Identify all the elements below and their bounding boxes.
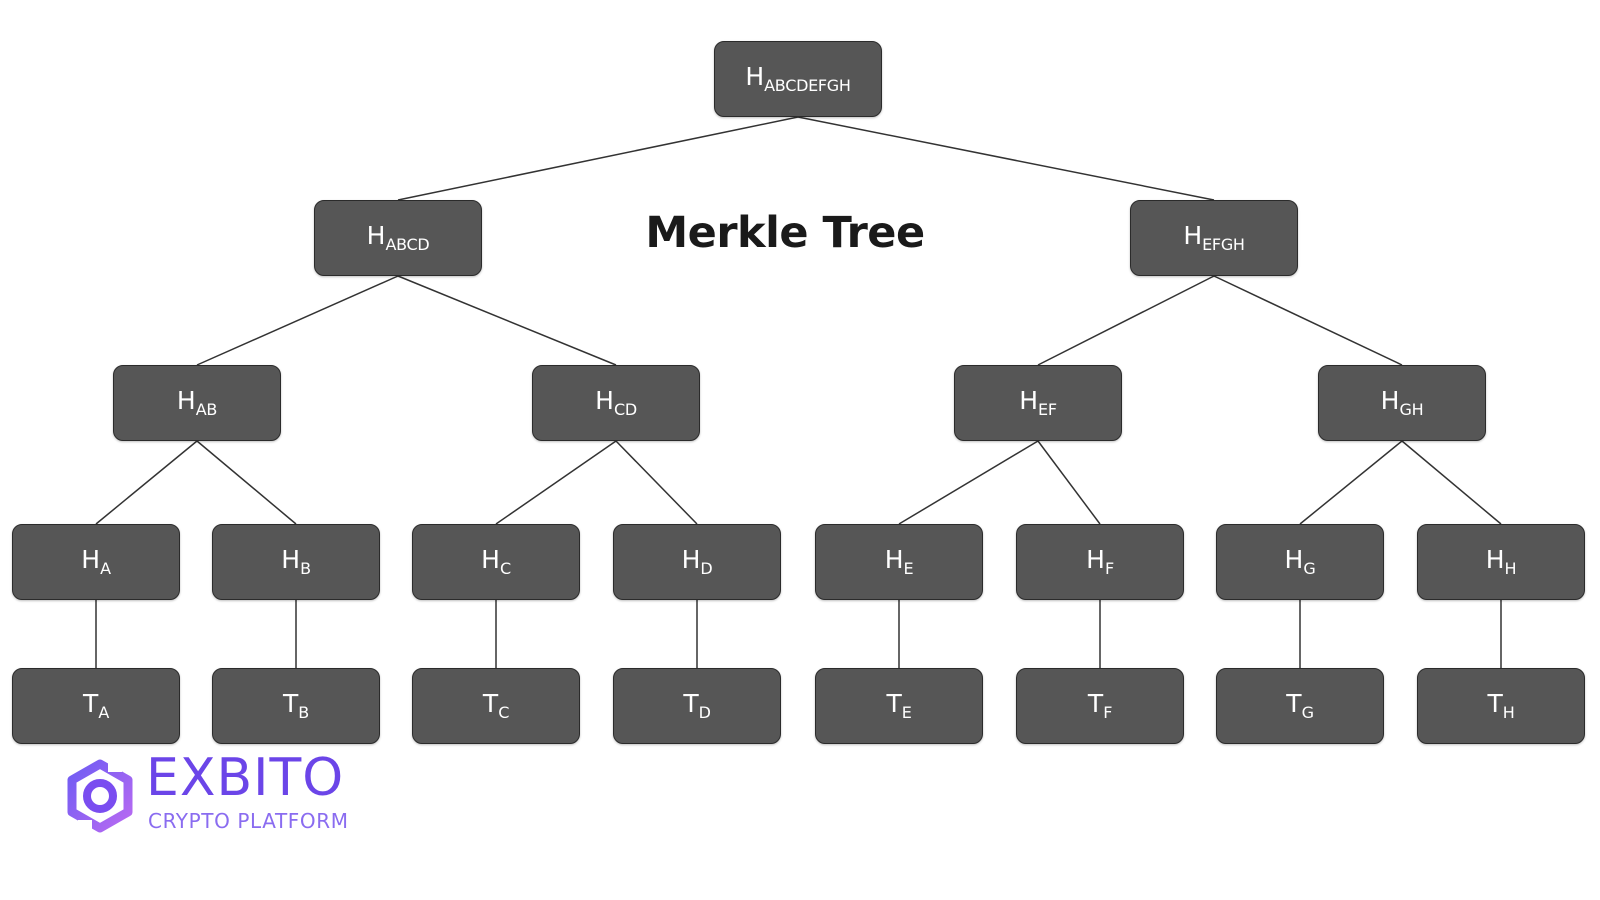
exbito-logo-icon — [67, 758, 133, 834]
node-label: HH — [1485, 545, 1517, 578]
node-label: HAB — [176, 386, 218, 419]
node-label: TC — [482, 689, 510, 722]
node-label: TG — [1286, 689, 1314, 722]
edge-ef-hf — [1037, 440, 1101, 525]
node-t-f: TF — [1016, 668, 1184, 744]
node-h-c: HC — [412, 524, 580, 600]
node-label: HB — [281, 545, 311, 578]
node-label: HCD — [595, 386, 637, 419]
node-h-efgh: HEFGH — [1130, 200, 1298, 276]
node-h-g: HG — [1216, 524, 1384, 600]
node-h-gh: HGH — [1318, 365, 1486, 441]
node-t-e: TE — [815, 668, 983, 744]
node-label: TA — [83, 689, 109, 722]
node-h-b: HB — [212, 524, 380, 600]
node-t-d: TD — [613, 668, 781, 744]
edge-ab-ha — [95, 440, 198, 525]
node-t-c: TC — [412, 668, 580, 744]
node-h-cd: HCD — [532, 365, 700, 441]
node-label: HGH — [1380, 386, 1424, 419]
node-label: HC — [481, 545, 511, 578]
node-label: TB — [283, 689, 309, 722]
brand-tagline: CRYPTO PLATFORM — [148, 809, 349, 833]
node-h-abcdefgh: HABCDEFGH — [714, 41, 882, 117]
edge-gh-hh — [1401, 440, 1502, 525]
node-label: HF — [1086, 545, 1114, 578]
node-label: TF — [1087, 689, 1113, 722]
node-label: HEF — [1019, 386, 1057, 419]
node-h-d: HD — [613, 524, 781, 600]
edge-efgh-ef — [1037, 275, 1215, 366]
node-h-a: HA — [12, 524, 180, 600]
node-label: TH — [1487, 689, 1515, 722]
node-label: HE — [884, 545, 914, 578]
edge-cd-hc — [495, 440, 617, 525]
edge-gh-hg — [1299, 440, 1403, 525]
edge-cd-hd — [615, 440, 698, 525]
node-label: HA — [81, 545, 111, 578]
node-h-f: HF — [1016, 524, 1184, 600]
edge-efgh-gh — [1213, 275, 1403, 366]
node-label: TE — [886, 689, 912, 722]
node-h-e: HE — [815, 524, 983, 600]
node-t-a: TA — [12, 668, 180, 744]
edge-root-efgh — [797, 116, 1215, 201]
node-label: TD — [683, 689, 711, 722]
node-t-g: TG — [1216, 668, 1384, 744]
node-t-h: TH — [1417, 668, 1585, 744]
node-h-h: HH — [1417, 524, 1585, 600]
node-label: HABCD — [366, 221, 430, 254]
node-h-ef: HEF — [954, 365, 1122, 441]
edge-abcd-ab — [196, 275, 399, 366]
node-t-b: TB — [212, 668, 380, 744]
node-label: HEFGH — [1183, 221, 1245, 254]
edge-abcd-cd — [397, 275, 617, 366]
brand-name: EXBITO — [146, 748, 345, 808]
node-label: HD — [681, 545, 713, 578]
node-label: HG — [1284, 545, 1316, 578]
edge-ab-hb — [196, 440, 297, 525]
node-h-ab: HAB — [113, 365, 281, 441]
edge-root-abcd — [397, 116, 799, 201]
diagram-title: Merkle Tree — [645, 208, 925, 258]
node-h-abcd: HABCD — [314, 200, 482, 276]
edge-ef-he — [898, 440, 1039, 525]
node-label: HABCDEFGH — [745, 62, 851, 95]
